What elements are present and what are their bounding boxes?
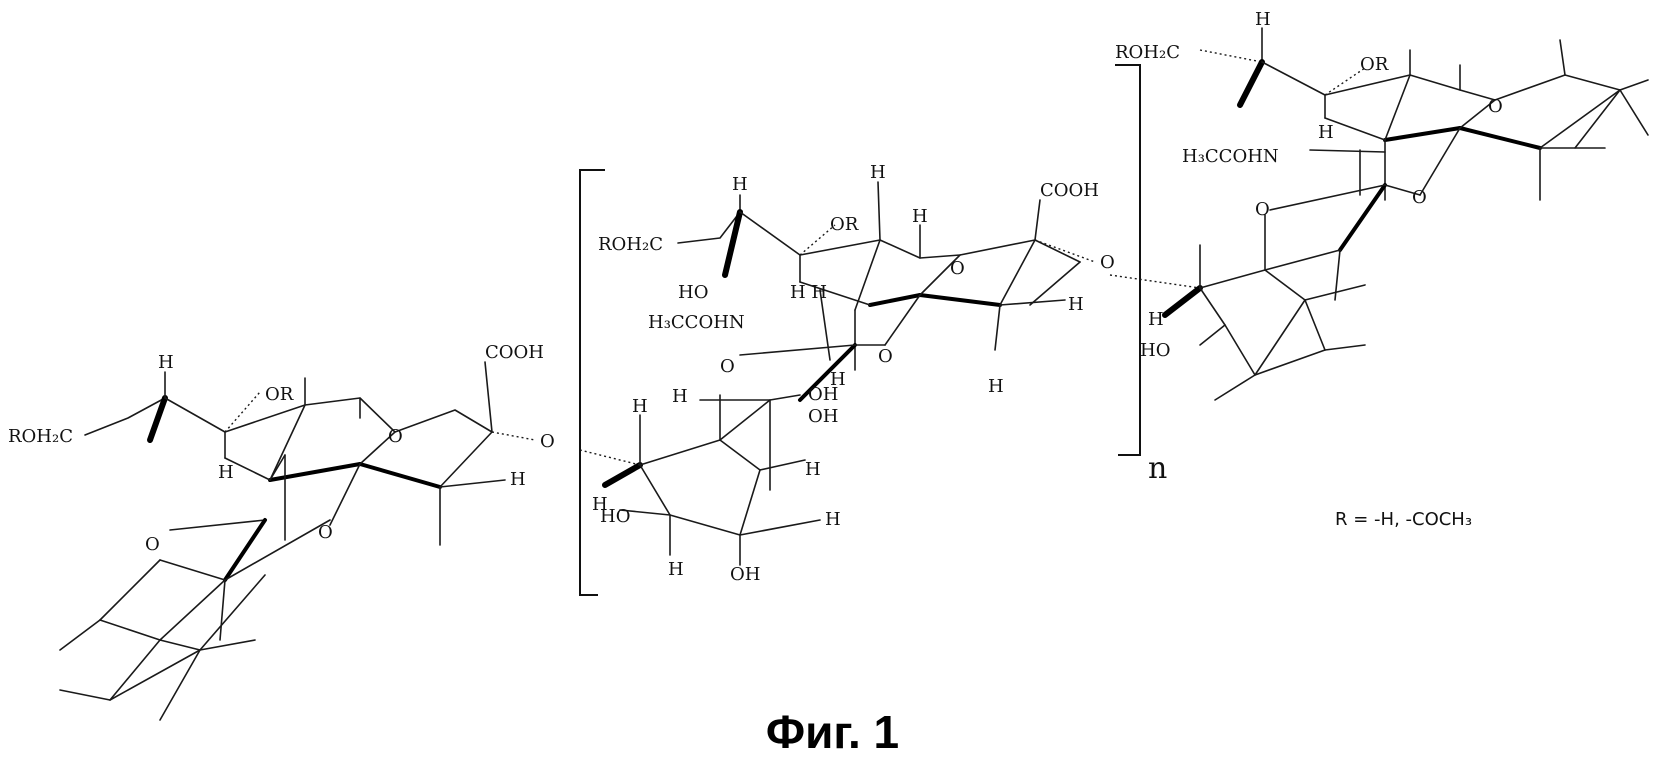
left-or-label: OR (265, 384, 294, 405)
mid-roh2c-label: ROH₂C (598, 234, 663, 255)
left-h-top-label: H (158, 352, 174, 373)
low-oh-b-label: OH (808, 406, 838, 427)
low-h-left-label: H (592, 494, 608, 515)
mid-h-top2-label: H (870, 162, 886, 183)
left-o-lower-label: O (145, 534, 160, 555)
mid-h-right-label: H (1068, 294, 1084, 315)
right-roh2c-label: ROH₂C (1115, 42, 1180, 63)
low-oh-a-label: OH (808, 384, 838, 405)
mid-ring-o-label: O (950, 258, 965, 279)
right-ho-label: HO (1140, 340, 1170, 361)
mid-h-ring-label: H (912, 206, 928, 227)
left-ring-o2-label: O (318, 522, 333, 543)
r-group-definition: R = -H, -COCH₃ (1335, 509, 1472, 530)
left-roh2c-label: ROH₂C (8, 426, 73, 447)
low-ho-label: HO (600, 506, 630, 527)
right-h-mid-label: H (1318, 122, 1334, 143)
low-oh-c-label: OH (730, 564, 760, 585)
right-or-label: OR (1360, 54, 1389, 75)
right-nhac-label: H₃CCOHN (1182, 146, 1279, 167)
mid-h-low-label: H (988, 376, 1004, 397)
middle-sugar-unit: ROH₂C H H OR H COOH O O HO H H H₃CCOHN O… (598, 162, 1115, 402)
mid-h-top1-label: H (732, 174, 748, 195)
left-h-right-label: H (510, 469, 526, 490)
right-o-low-label: O (1255, 199, 1270, 220)
right-ring-o-label: O (1488, 96, 1503, 117)
repeat-count-n: n (1148, 451, 1167, 486)
mid-ho-label: HO (678, 282, 708, 303)
low-h-c-label: H (805, 459, 821, 480)
figure-caption: Фиг. 1 (765, 706, 900, 758)
repeat-bracket-right (1115, 64, 1141, 456)
low-h-e-label: H (668, 559, 684, 580)
left-h-low-label: H (218, 462, 234, 483)
left-ring-o-label: O (388, 426, 403, 447)
mid-or-label: OR (830, 214, 859, 235)
right-sugar-unit: ROH₂C H OR O H H₃CCOHN O O H HO (1109, 9, 1649, 401)
right-h-low-label: H (1148, 309, 1164, 330)
mid-h-pair-label: H H (790, 282, 827, 303)
right-h-top-label: H (1255, 9, 1271, 30)
low-h-b-label: H (672, 386, 688, 407)
mid-cooh-label: COOH (1040, 180, 1099, 201)
mid-o-mid-label: O (878, 346, 893, 367)
low-h-a-label: H (632, 396, 648, 417)
mid-h-mid-label: H (830, 369, 846, 390)
repeat-bracket-left (579, 169, 605, 596)
left-sugar-unit: ROH₂C H OR H COOH O H O O O (8, 342, 555, 721)
left-link-o-label: O (540, 431, 555, 452)
mid-link-o-label: O (1100, 252, 1115, 273)
mid-o-up-label: O (720, 356, 735, 377)
lower-glucose-ring: H H H OH OH H HO H H OH (579, 384, 841, 585)
mid-nhac-label: H₃CCOHN (648, 312, 745, 333)
left-cooh-label: COOH (485, 342, 544, 363)
low-h-d-label: H (825, 509, 841, 530)
right-o-mid-label: O (1412, 187, 1427, 208)
